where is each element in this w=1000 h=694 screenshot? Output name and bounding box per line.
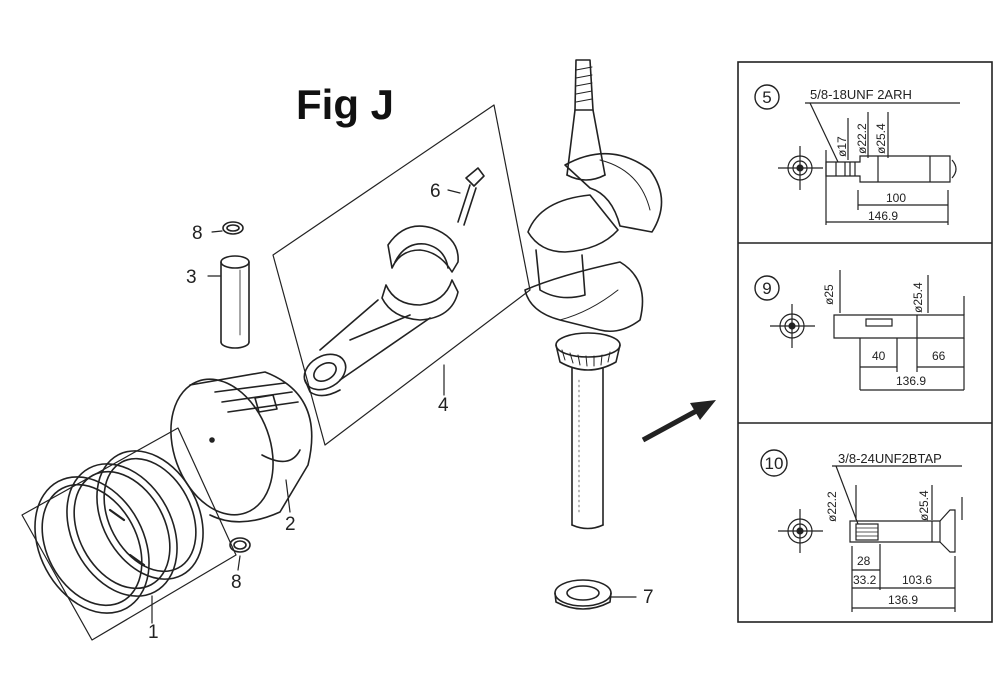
panel-9-drawing bbox=[770, 270, 965, 391]
panel-10-length-28: 28 bbox=[857, 554, 871, 568]
callout-piston: 2 bbox=[285, 514, 296, 535]
callout-circlip-bottom: 8 bbox=[231, 572, 242, 593]
piston-rings-group bbox=[21, 427, 237, 641]
panel-5-length-146: 146.9 bbox=[868, 209, 899, 223]
panel-10-length-33: 33.2 bbox=[853, 573, 877, 587]
callout-rod-bolt: 6 bbox=[430, 181, 441, 202]
panel-10-length-103: 103.6 bbox=[902, 573, 933, 587]
panel-5-dia-22: ø22.2 bbox=[855, 123, 869, 154]
panel-9-dia-25: ø25 bbox=[822, 284, 836, 305]
panel-5-number: 5 bbox=[762, 88, 772, 107]
callout-piston-pin: 3 bbox=[186, 267, 197, 288]
panel-10-dia-22: ø22.2 bbox=[825, 491, 839, 522]
connecting-rod bbox=[303, 167, 485, 397]
piston-pin bbox=[220, 255, 250, 349]
piston bbox=[170, 371, 313, 523]
panel-5-dia-25: ø25.4 bbox=[874, 123, 888, 154]
figure-title: Fig J bbox=[296, 81, 395, 128]
callout-oil-seal: 7 bbox=[643, 587, 654, 608]
crankshaft bbox=[524, 59, 663, 530]
callout-connecting-rod: 4 bbox=[438, 395, 449, 416]
panel-10-thread-spec: 3/8-24UNF2BTAP bbox=[838, 451, 942, 466]
callout-piston-rings: 1 bbox=[148, 622, 159, 643]
panel-10-dia-25: ø25.4 bbox=[917, 490, 931, 521]
panel-9-dia-25-4: ø25.4 bbox=[911, 282, 925, 313]
panel-9-number: 9 bbox=[762, 279, 772, 298]
panel-10-drawing bbox=[778, 465, 963, 612]
panel-5-drawing bbox=[778, 102, 960, 225]
panel-9-length-136: 136.9 bbox=[896, 374, 927, 388]
panel-9-length-66: 66 bbox=[932, 349, 946, 363]
callout-circlip-top: 8 bbox=[192, 223, 203, 244]
panel-10-length-136: 136.9 bbox=[888, 593, 919, 607]
panel-10-number: 10 bbox=[764, 454, 784, 473]
panel-5-thread-spec: 5/8-18UNF 2ARH bbox=[810, 87, 912, 102]
panel-9-length-40: 40 bbox=[872, 349, 886, 363]
panel-5-length-100: 100 bbox=[886, 191, 907, 205]
panel-5-dia-17: ø17 bbox=[835, 136, 849, 157]
arrow-icon bbox=[641, 400, 716, 443]
